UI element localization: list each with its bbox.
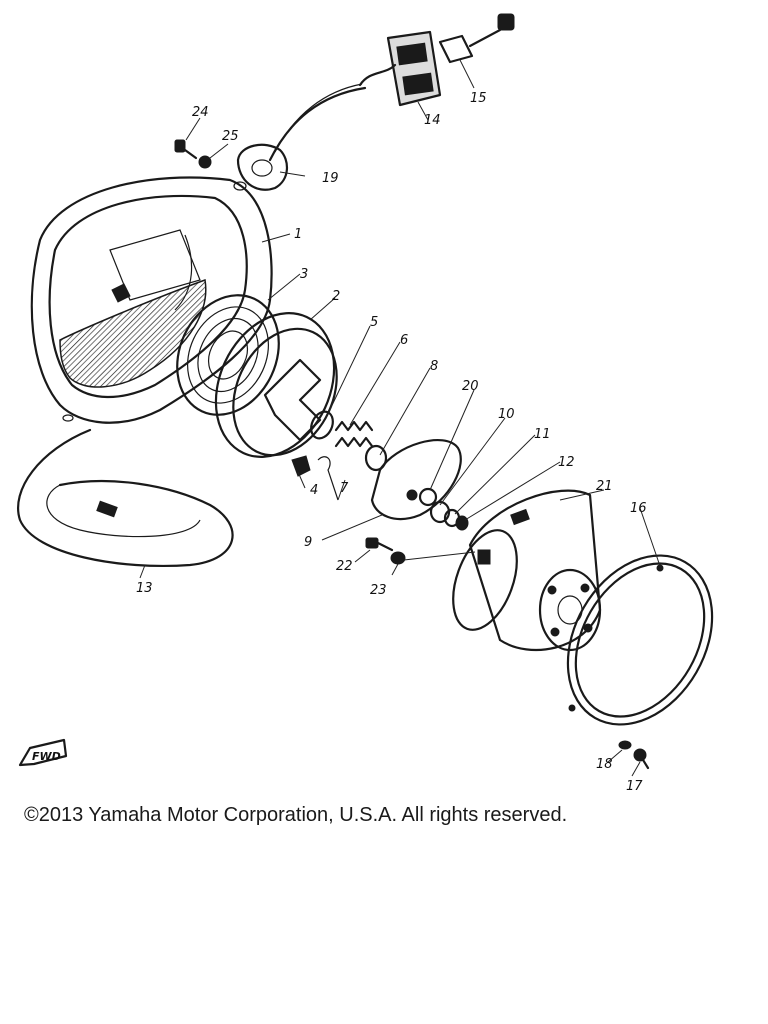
- part-label-14: 14: [424, 113, 441, 128]
- cable-guide: [236, 143, 288, 191]
- screw-17: [633, 748, 650, 770]
- part-label-23: 23: [370, 583, 387, 598]
- leader-lines: [139, 59, 661, 777]
- part-label-3: 3: [300, 267, 308, 282]
- part-label-25: 25: [222, 129, 239, 144]
- part-label-13: 13: [136, 581, 153, 596]
- part-label-10: 10: [498, 407, 515, 422]
- bolt-24: [174, 139, 198, 160]
- cable-loop: [17, 428, 234, 568]
- starter-cup: [452, 489, 602, 652]
- washer-18: [618, 740, 632, 750]
- part-label-15: 15: [470, 91, 487, 106]
- handle-insert: [438, 13, 515, 64]
- nut-12: [455, 515, 469, 531]
- washer-25: [198, 155, 212, 169]
- retaining-ring: [566, 554, 714, 726]
- part-label-22: 22: [336, 559, 353, 574]
- washer-5: [310, 410, 334, 440]
- part-label-16: 16: [630, 501, 647, 516]
- part-label-24: 24: [192, 105, 209, 120]
- part-label-8: 8: [430, 359, 438, 374]
- part-labels: 1 2 3 4 5 6 7 8 9 10 11 12 13 14 15 16 1…: [136, 91, 647, 794]
- starter-rope: [268, 86, 367, 162]
- exploded-parts-diagram: FWD 1 2 3 4 5 6 7: [17, 13, 714, 794]
- part-label-6: 6: [400, 333, 408, 348]
- washer-23: [390, 551, 406, 565]
- o-ring: [364, 444, 388, 472]
- direction-badge: FWD: [18, 738, 68, 767]
- part-label-19: 19: [322, 171, 339, 186]
- friction-plate: [370, 439, 462, 520]
- part-label-21: 21: [596, 479, 613, 494]
- part-label-5: 5: [370, 315, 378, 330]
- starter-handle: [358, 30, 442, 107]
- copyright-notice: ©2013 Yamaha Motor Corporation, U.S.A. A…: [24, 804, 568, 826]
- bolt-22: [365, 537, 394, 552]
- part-label-12: 12: [558, 455, 575, 470]
- recoil-spring: [176, 294, 280, 416]
- part-label-17: 17: [626, 779, 643, 794]
- part-label-11: 11: [534, 427, 551, 442]
- direction-badge-text: FWD: [32, 750, 61, 763]
- part-label-1: 1: [294, 227, 302, 242]
- part-label-7: 7: [340, 481, 349, 496]
- part-label-20: 20: [462, 379, 479, 394]
- pawl: [291, 455, 339, 501]
- part-label-4: 4: [310, 483, 318, 498]
- part-label-9: 9: [304, 535, 312, 550]
- part-label-2: 2: [332, 289, 340, 304]
- coil-spring: [334, 420, 374, 448]
- fan-housing: [30, 176, 273, 424]
- part-label-18: 18: [596, 757, 613, 772]
- recoil-pulley: [214, 312, 338, 458]
